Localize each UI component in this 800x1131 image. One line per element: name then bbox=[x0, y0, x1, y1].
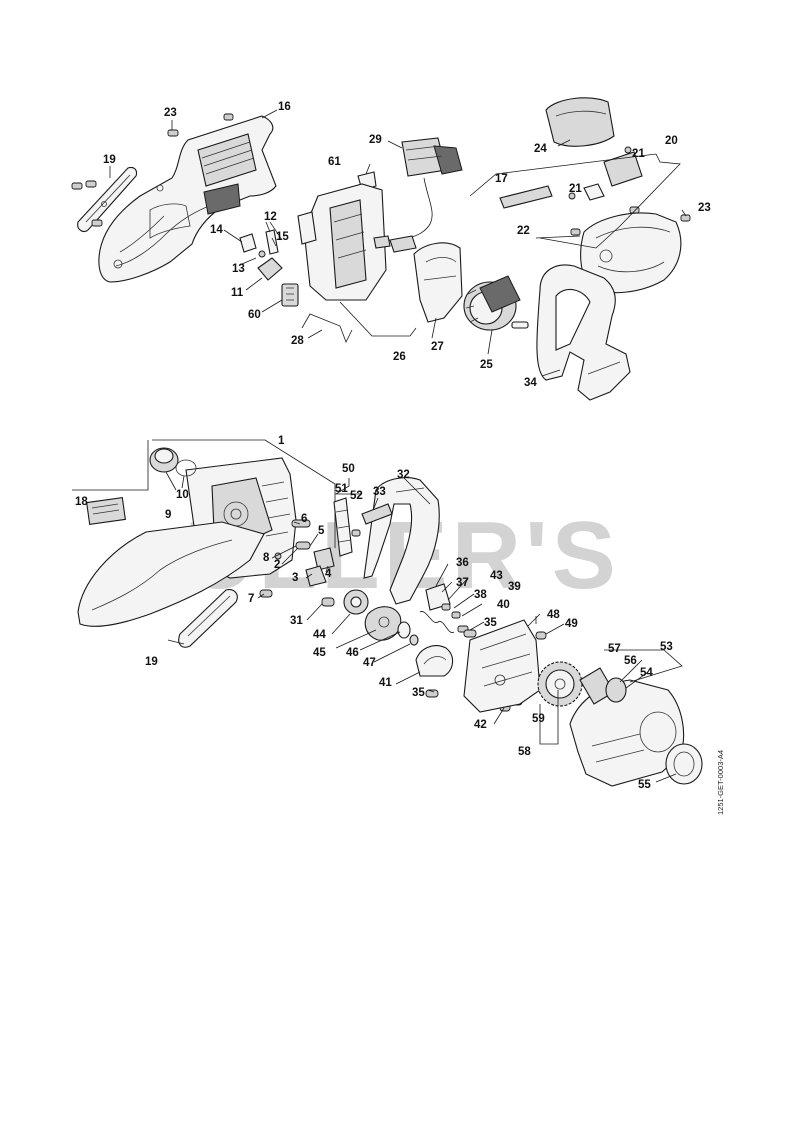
callout-18: 18 bbox=[75, 496, 88, 508]
callout-40: 40 bbox=[497, 599, 510, 611]
callout-3: 3 bbox=[292, 572, 298, 584]
callout-10: 10 bbox=[176, 489, 189, 501]
callout-50: 50 bbox=[342, 463, 355, 475]
callout-39: 39 bbox=[508, 581, 521, 593]
parts-50-52-clip bbox=[333, 497, 361, 557]
callout-9: 9 bbox=[165, 509, 171, 521]
callout-8: 8 bbox=[263, 552, 270, 564]
callout-49: 49 bbox=[565, 618, 578, 630]
callout-48: 48 bbox=[547, 609, 560, 621]
part-28-wire-bracket bbox=[301, 313, 353, 343]
part-9-10-cap-seal bbox=[149, 447, 197, 477]
callout-54: 54 bbox=[640, 667, 653, 679]
callout-4: 4 bbox=[325, 568, 332, 580]
callout-5: 5 bbox=[318, 525, 325, 537]
parts-11-15-switch-parts bbox=[239, 221, 283, 281]
group-bracket-18 bbox=[72, 440, 149, 491]
top-right-screws bbox=[570, 206, 691, 236]
part-32-33-hand-guard bbox=[361, 477, 440, 605]
part-53-57-sprocket-cover bbox=[569, 667, 685, 787]
part-60-module bbox=[281, 283, 299, 307]
part-27-bracket-plate bbox=[413, 242, 463, 323]
callout-26: 26 bbox=[393, 351, 406, 363]
callout-55: 55 bbox=[638, 779, 651, 791]
part-24-cover-cap bbox=[545, 97, 615, 147]
callout-14: 14 bbox=[210, 224, 223, 236]
callout-38: 38 bbox=[474, 589, 487, 601]
callout-19-a: 19 bbox=[103, 154, 116, 166]
callout-43: 43 bbox=[490, 570, 503, 582]
callout-41: 41 bbox=[379, 677, 392, 689]
callout-7: 7 bbox=[248, 593, 254, 605]
callout-21-b: 21 bbox=[569, 183, 582, 195]
part-59-gear-wheel bbox=[537, 661, 583, 707]
reference-code: 1251-GET-0003-A4 bbox=[716, 750, 725, 815]
callout-61: 61 bbox=[328, 156, 341, 168]
callout-21-a: 21 bbox=[632, 148, 645, 160]
callout-59: 59 bbox=[532, 713, 545, 725]
callout-34: 34 bbox=[524, 377, 537, 389]
callout-53: 53 bbox=[660, 641, 673, 653]
callout-46: 46 bbox=[346, 647, 359, 659]
part-31-screw bbox=[321, 597, 335, 607]
callout-51: 51 bbox=[335, 483, 348, 495]
part-44-45-sprocket bbox=[343, 589, 402, 641]
callout-33: 33 bbox=[373, 486, 386, 498]
callout-23-b: 23 bbox=[698, 202, 711, 214]
callout-42: 42 bbox=[474, 719, 487, 731]
callout-28: 28 bbox=[291, 335, 304, 347]
part-25-electric-motor bbox=[463, 275, 529, 331]
callout-20: 20 bbox=[665, 135, 678, 147]
part-19-top-guide-strip bbox=[77, 166, 138, 233]
part-34-front-handle bbox=[536, 264, 631, 401]
callout-32: 32 bbox=[397, 469, 410, 481]
callout-17: 17 bbox=[495, 173, 508, 185]
callout-56: 56 bbox=[624, 655, 637, 667]
callout-22: 22 bbox=[517, 225, 530, 237]
part-26-battery-frame bbox=[297, 183, 387, 301]
callout-13: 13 bbox=[232, 263, 245, 275]
part-20-21-switch-block bbox=[568, 146, 643, 201]
part-18-side-panel bbox=[77, 496, 265, 627]
callout-labels: 23 16 19 61 29 12 15 14 13 11 60 28 26 2… bbox=[75, 101, 711, 791]
part-16-housing-shell bbox=[98, 115, 277, 283]
leader-lines bbox=[109, 109, 687, 783]
callout-12: 12 bbox=[264, 211, 277, 223]
part-48-cover-plate bbox=[463, 619, 541, 713]
part-41-brake-band bbox=[415, 645, 454, 677]
callout-15: 15 bbox=[276, 231, 289, 243]
callout-58: 58 bbox=[518, 746, 531, 758]
parts-2-8-small-hardware bbox=[259, 519, 335, 598]
callout-35-a: 35 bbox=[484, 617, 497, 629]
group-bracket-1 bbox=[152, 439, 336, 548]
callout-25: 25 bbox=[480, 359, 493, 371]
callout-37: 37 bbox=[456, 577, 469, 589]
callout-60: 60 bbox=[248, 309, 261, 321]
callout-52: 52 bbox=[350, 490, 363, 502]
callout-47: 47 bbox=[363, 657, 376, 669]
callout-31: 31 bbox=[290, 615, 303, 627]
callout-44: 44 bbox=[313, 629, 326, 641]
callout-57: 57 bbox=[608, 643, 621, 655]
callout-45: 45 bbox=[313, 647, 326, 659]
callout-36: 36 bbox=[456, 557, 469, 569]
callout-35-b: 35 bbox=[412, 687, 425, 699]
callout-27: 27 bbox=[431, 341, 444, 353]
callout-29: 29 bbox=[369, 134, 382, 146]
part-17-label-strip bbox=[499, 185, 553, 209]
top-left-screws bbox=[71, 113, 234, 227]
callout-16: 16 bbox=[278, 101, 291, 113]
callout-19-b: 19 bbox=[145, 656, 158, 668]
callout-1: 1 bbox=[278, 435, 285, 447]
callout-6: 6 bbox=[301, 513, 307, 525]
part-29-control-module bbox=[373, 137, 463, 253]
callout-2: 2 bbox=[274, 559, 280, 571]
callout-23-a: 23 bbox=[164, 107, 177, 119]
callout-11: 11 bbox=[231, 287, 244, 299]
part-46-47-washers bbox=[397, 621, 419, 646]
part-55-disc-nut bbox=[665, 743, 703, 785]
callout-24: 24 bbox=[534, 143, 547, 155]
